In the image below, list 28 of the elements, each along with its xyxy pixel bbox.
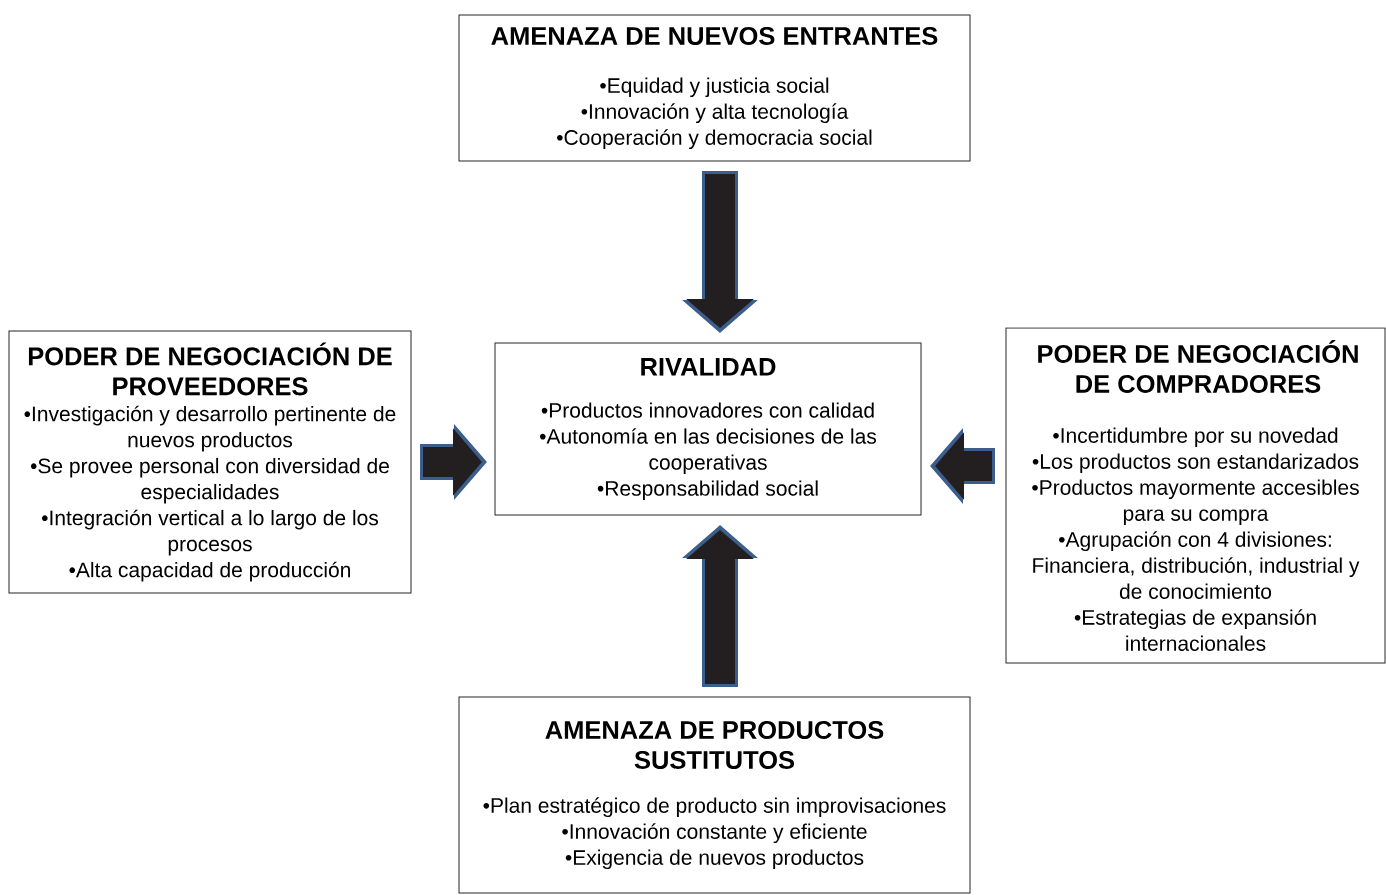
- bullet-item: •Incertidumbre por su novedad: [1053, 427, 1338, 448]
- box-title: AMENAZA DE NUEVOS ENTRANTES: [491, 26, 938, 45]
- bullet-item: •Exigencia de nuevos productos: [565, 849, 864, 870]
- box-title: PODER DE NEGOCIACIÓN DE PROVEEDORES: [28, 342, 392, 396]
- box-title: AMENAZA DE PRODUCTOS SUSTITUTOS: [545, 720, 884, 769]
- bullet-item: •Plan estratégico de producto sin improvisaciones: [483, 797, 946, 818]
- text-box: [458, 14, 971, 162]
- bullet-item: •Investigación y desarrollo pertinente de nuevos productos: [24, 405, 396, 452]
- bullet-item: •Se provee personal con diversidad de especialidades: [30, 457, 389, 504]
- bullet-item: •Alta capacidad de producción: [69, 561, 350, 582]
- bullet-item: •Integración vertical a lo largo de los procesos: [42, 509, 379, 556]
- text-box: [1005, 327, 1386, 664]
- bullet-item: •Productos innovadores con calidad: [541, 402, 874, 418]
- bullet-item: •Productos mayormente accesibles para su compra: [1032, 479, 1359, 526]
- bullet-item: •Innovación constante y eficiente: [562, 823, 867, 844]
- bullet-item: •Autonomía en las decisiones de las cooperativas: [540, 428, 877, 474]
- text-box: [458, 696, 971, 894]
- text-box: [494, 342, 922, 516]
- box-title: PODER DE NEGOCIACIÓN DE COMPRADORES: [1038, 340, 1358, 393]
- box-title: RIVALIDAD: [641, 358, 776, 376]
- bullet-item: •Responsabilidad social: [597, 480, 818, 500]
- bullet-item: •Cooperación y democracia social: [557, 129, 872, 150]
- bullet-item: •Innovación y alta tecnología: [581, 103, 849, 124]
- bullet-item: •Estrategias de expansión internacionales: [1074, 609, 1316, 651]
- text-box: [8, 330, 412, 594]
- bullet-item: •Equidad y justicia social: [600, 77, 829, 98]
- bullet-item: •Agrupación con 4 divisiones: Financiera, distribución, industrial y de conocimiento: [1033, 531, 1360, 599]
- bullet-item: •Los productos son estandarizados: [1032, 453, 1359, 474]
